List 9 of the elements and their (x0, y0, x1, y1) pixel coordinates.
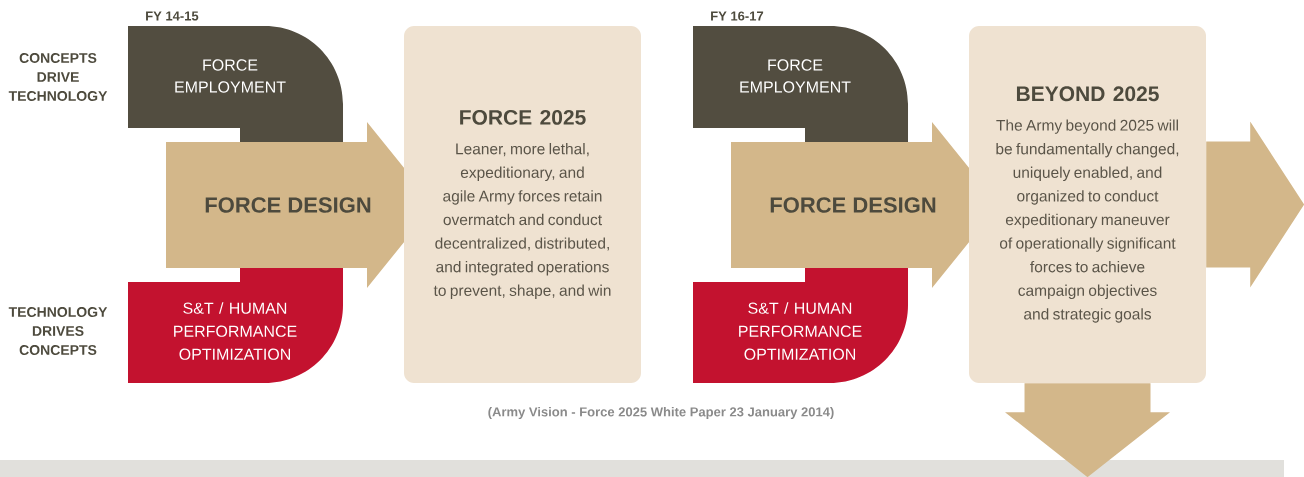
text-card: BEYOND 2025 The Army beyond 2025 will be fundamentally changed, uniquely enabled, and organized to conduct expeditionary maneuver of operationally significant forces to achieve campaign objectives and strategic goals (969, 26, 1206, 383)
text-card: FORCE 2025 Leaner, more lethal, expeditionary, and agile Army forces retain overmatch and conduct decentralized, distributed, and integrated operations to prevent, shape, and win (404, 26, 641, 383)
side-label: CONCEPTS DRIVE TECHNOLOGY (8, 53, 108, 101)
arrow (1005, 383, 1170, 477)
source-caption: (Army Vision - Force 2025 White Paper 23 January 2014) (488, 406, 834, 420)
arrow (1206, 121, 1304, 288)
period-label: FY 14-15 (146, 11, 199, 21)
side-label: TECHNOLOGY DRIVES CONCEPTS (8, 307, 108, 355)
period-label: FY 16-17 (711, 11, 764, 21)
